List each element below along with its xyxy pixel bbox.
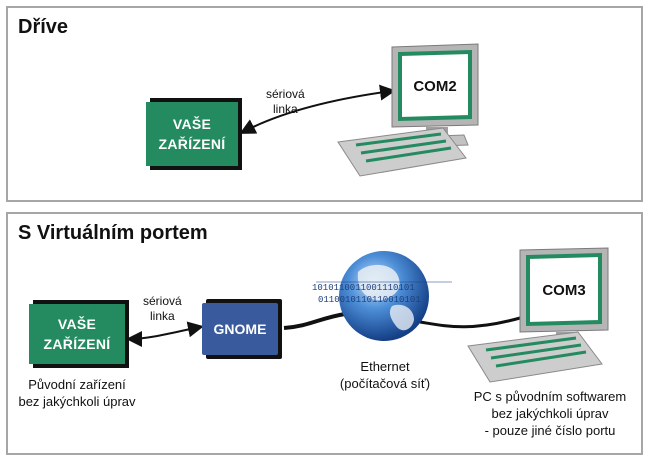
pc-screen-label-bottom: COM3: [542, 282, 585, 299]
serial-link-label-bottom: sériová linka: [143, 294, 182, 323]
panel-title-before: Dříve: [18, 16, 69, 38]
keyboard-icon: [467, 331, 603, 383]
device-caption: Původní zařízení bez jakýchkoli úprav: [18, 377, 136, 409]
gnome-label: GNOME: [213, 321, 267, 337]
device-label-line2: ZAŘÍZENÍ: [43, 336, 111, 352]
pc-monitor-icon: COM3: [519, 247, 609, 342]
globe-icon: 1010110011001110101 0110010110110010101: [312, 251, 452, 341]
svg-text:1010110011001110101: 1010110011001110101: [312, 283, 415, 293]
keyboard-icon: [337, 127, 467, 177]
double-arrow-icon: [239, 84, 396, 134]
cable-icon: [283, 312, 346, 330]
pc-caption: PC s původním softwarem bez jakýchkoli ú…: [473, 389, 627, 438]
device-box-top: VAŠE ZAŘÍZENÍ: [146, 102, 238, 166]
cable-icon: [419, 316, 521, 329]
network-label: Ethernet (počítačová síť): [339, 359, 431, 391]
panel-title-virtual-port: S Virtuálním portem: [18, 222, 208, 244]
device-label-line1: VAŠE: [57, 316, 97, 332]
device-label-line1: VAŠE: [172, 116, 212, 132]
pc-screen-label-top: COM2: [413, 78, 456, 95]
serial-link-label-top: sériová linka: [266, 87, 305, 116]
device-box-bottom: VAŠE ZAŘÍZENÍ: [29, 304, 125, 364]
device-label-line2: ZAŘÍZENÍ: [158, 136, 226, 152]
svg-text:0110010110110010101: 0110010110110010101: [318, 295, 421, 305]
double-arrow-icon: [126, 321, 204, 347]
gnome-converter: GNOME: [202, 303, 278, 355]
